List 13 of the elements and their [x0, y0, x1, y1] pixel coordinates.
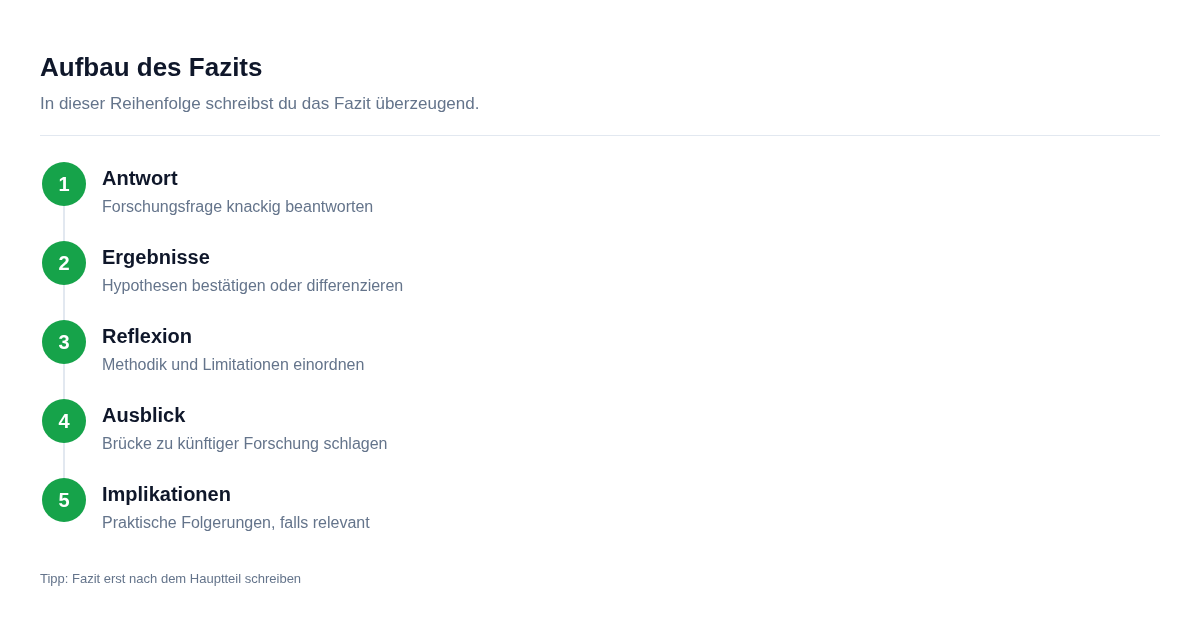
- step-description: Hypothesen bestätigen oder differenzieren: [102, 276, 404, 296]
- subtitle: In dieser Reihenfolge schreibst du das Fazit überzeugend.: [40, 93, 480, 115]
- title: Aufbau des Fazits: [40, 51, 263, 84]
- step-title: Ergebnisse: [102, 245, 210, 270]
- step-description: Praktische Folgerungen, falls relevant: [102, 513, 370, 533]
- step-title: Antwort: [102, 166, 178, 191]
- step-title: Implikationen: [102, 482, 231, 507]
- step-description: Methodik und Limitationen einordnen: [102, 355, 365, 375]
- tip-note: Tipp: Fazit erst nach dem Hauptteil schreiben: [40, 571, 302, 587]
- step-description: Brücke zu künftiger Forschung schlagen: [102, 434, 388, 454]
- step-title: Ausblick: [102, 403, 186, 428]
- step-description: Forschungsfrage knackig beantworten: [102, 197, 374, 217]
- step-title: Reflexion: [102, 324, 193, 349]
